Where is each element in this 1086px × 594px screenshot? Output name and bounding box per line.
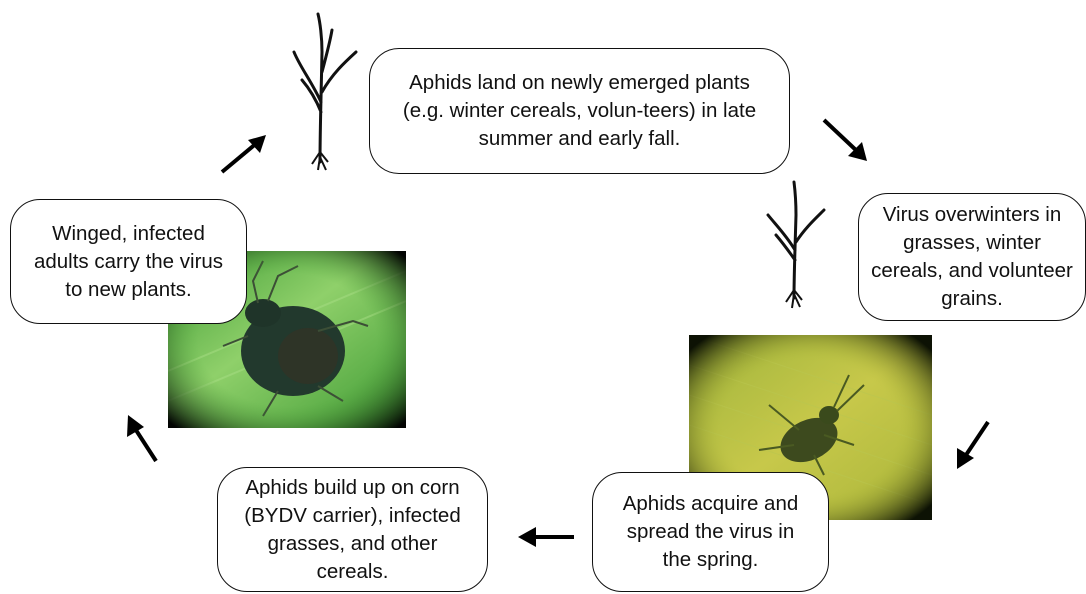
arrow-up-right-icon: [218, 132, 270, 176]
step-1-box: Aphids land on newly emerged plants (e.g…: [369, 48, 790, 174]
step-3-box: Aphids acquire and spread the virus in t…: [592, 472, 829, 592]
plant-sprout-icon: [290, 12, 360, 172]
step-5-text: Winged, infected adults carry the virus …: [26, 220, 231, 304]
step-5-box: Winged, infected adults carry the virus …: [10, 199, 247, 324]
step-4-text: Aphids build up on corn (BYDV carrier), …: [238, 474, 468, 586]
step-1-text: Aphids land on newly emerged plants (e.g…: [395, 69, 765, 153]
step-2-box: Virus overwinters in grasses, winter cer…: [858, 193, 1086, 321]
arrow-left-icon: [516, 525, 576, 549]
plant-sprout-icon: [760, 180, 830, 310]
arrow-up-left-icon: [124, 413, 160, 465]
arrow-down-right-icon: [820, 116, 872, 164]
arrow-down-left-icon: [952, 418, 992, 472]
step-4-box: Aphids build up on corn (BYDV carrier), …: [217, 467, 488, 592]
step-2-text: Virus overwinters in grasses, winter cer…: [869, 201, 1075, 313]
step-3-text: Aphids acquire and spread the virus in t…: [616, 490, 806, 574]
